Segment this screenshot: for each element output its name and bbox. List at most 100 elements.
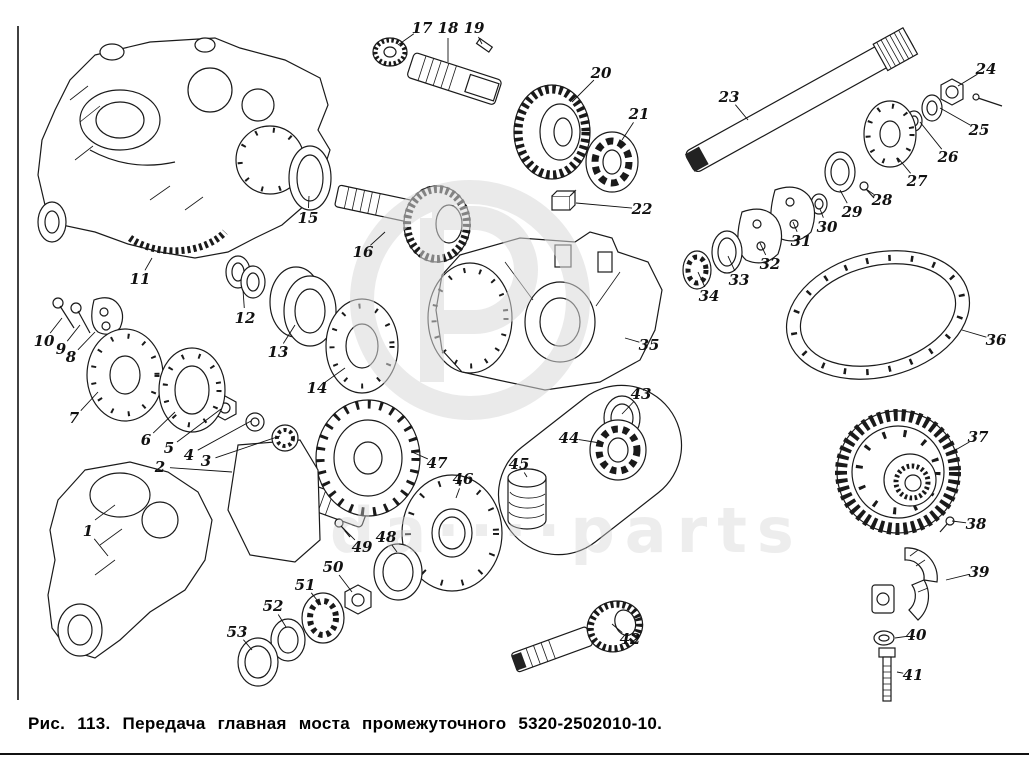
- drawing-cover-and-gasket: [86, 328, 226, 433]
- callout-label-7: 7: [69, 409, 80, 427]
- callout-leader-41: [896, 671, 904, 674]
- callout-leader-48: [391, 544, 398, 553]
- callout-leader-6: [152, 411, 176, 434]
- callout-leader-53: [243, 639, 253, 651]
- drawing-pinion-bearings: [589, 395, 647, 481]
- callout-label-12: 12: [235, 309, 256, 327]
- callout-label-17: 17: [412, 19, 433, 37]
- callout-label-22: 22: [631, 200, 653, 218]
- callout-label-13: 13: [268, 343, 289, 361]
- callout-label-6: 6: [141, 431, 152, 449]
- callout-leader-5: [176, 408, 222, 443]
- callout-label-29: 29: [841, 203, 863, 221]
- callout-label-37: 37: [968, 428, 989, 446]
- callout-label-28: 28: [871, 191, 893, 209]
- diagram-line-art: [37, 26, 1003, 702]
- callout-leader-27: [897, 157, 911, 174]
- callout-leader-33: [727, 255, 736, 272]
- callout-label-34: 34: [699, 287, 720, 305]
- callout-leader-17: [397, 33, 415, 46]
- drawing-axle-shaft: [684, 26, 919, 173]
- drawing-washer-bolt: [873, 630, 896, 702]
- callout-label-43: 43: [631, 385, 652, 403]
- drawing-fixing-bolts: [52, 297, 124, 335]
- callout-label-24: 24: [975, 60, 997, 78]
- callout-leader-10: [49, 317, 63, 334]
- callout-label-35: 35: [639, 336, 660, 354]
- callout-leader-45: [523, 472, 528, 478]
- callout-label-48: 48: [376, 528, 397, 546]
- callout-leader-44: [578, 439, 601, 444]
- callout-label-47: 47: [427, 454, 448, 472]
- callout-label-31: 31: [791, 232, 812, 250]
- callout-leader-35: [624, 337, 640, 343]
- callout-label-30: 30: [817, 218, 838, 236]
- callout-label-39: 39: [969, 563, 990, 581]
- callout-label-10: 10: [34, 332, 55, 350]
- drawing-square-nut: [551, 189, 577, 211]
- callout-label-4: 4: [184, 446, 194, 464]
- drawing-ring-gear: [835, 409, 961, 535]
- callout-label-53: 53: [227, 623, 248, 641]
- callout-leader-28: [865, 188, 875, 195]
- drawing-bevel-gear: [513, 84, 591, 180]
- callout-leader-1: [93, 538, 109, 557]
- callout-leader-38: [951, 520, 967, 524]
- callout-leader-49: [340, 525, 356, 541]
- callout-label-11: 11: [130, 270, 151, 288]
- callout-leader-50: [338, 574, 353, 593]
- callout-label-52: 52: [263, 597, 284, 615]
- callout-leader-4: [197, 420, 252, 451]
- drawing-main-housing: [37, 37, 331, 259]
- callout-label-49: 49: [352, 538, 373, 556]
- callout-leader-43: [621, 400, 635, 415]
- callout-label-45: 45: [509, 455, 530, 473]
- drawing-lower-housing: [47, 461, 213, 659]
- figure-caption: Рис. 113. Передача главная моста промежу…: [28, 714, 663, 733]
- page-bottom-rule: [0, 753, 1029, 755]
- drawing-spacer-sleeve: [507, 468, 547, 530]
- watermark-text: da····parts: [330, 494, 804, 567]
- drawing-flat-gasket: [227, 439, 321, 563]
- watermark-logo-glyph: [420, 206, 538, 382]
- callout-leader-2: [169, 467, 233, 473]
- drawing-spacer-ring: [269, 266, 337, 347]
- callout-label-27: 27: [906, 172, 928, 190]
- callout-leader-26: [919, 121, 943, 150]
- callout-label-25: 25: [968, 121, 990, 139]
- callout-leader-12: [242, 289, 245, 309]
- callout-label-44: 44: [559, 429, 580, 447]
- drawing-gasket-stack: [682, 186, 816, 290]
- callout-leader-31: [792, 221, 798, 232]
- watermark-logo-ring: [350, 180, 590, 420]
- callout-label-42: 42: [620, 630, 641, 648]
- drawing-group-outline: [497, 384, 683, 556]
- callout-leader-14: [324, 367, 346, 383]
- drawing-seal-group: [810, 151, 875, 215]
- callout-label-50: 50: [323, 558, 344, 576]
- callout-label-20: 20: [590, 64, 612, 82]
- callout-label-26: 26: [937, 148, 959, 166]
- callout-label-15: 15: [298, 209, 319, 227]
- callout-label-16: 16: [353, 243, 374, 261]
- callout-label-23: 23: [718, 88, 740, 106]
- callout-label-46: 46: [453, 470, 474, 488]
- callout-label-1: 1: [83, 522, 93, 540]
- callout-leader-3: [215, 435, 281, 459]
- drawing-bearing-caps: [871, 547, 938, 621]
- callout-leader-42: [611, 623, 623, 633]
- callout-label-21: 21: [628, 105, 650, 123]
- callout-leader-29: [839, 189, 848, 204]
- drawing-lower-small-parts: [237, 518, 423, 687]
- drawing-small-fasteners: [213, 395, 299, 452]
- callout-label-5: 5: [164, 439, 174, 457]
- drawing-seal-ring: [288, 145, 332, 211]
- callout-leader-23: [735, 104, 749, 121]
- callout-leader-20: [571, 79, 595, 103]
- callout-label-36: 36: [986, 331, 1007, 349]
- callout-label-8: 8: [66, 348, 77, 366]
- callout-leader-30: [819, 208, 824, 218]
